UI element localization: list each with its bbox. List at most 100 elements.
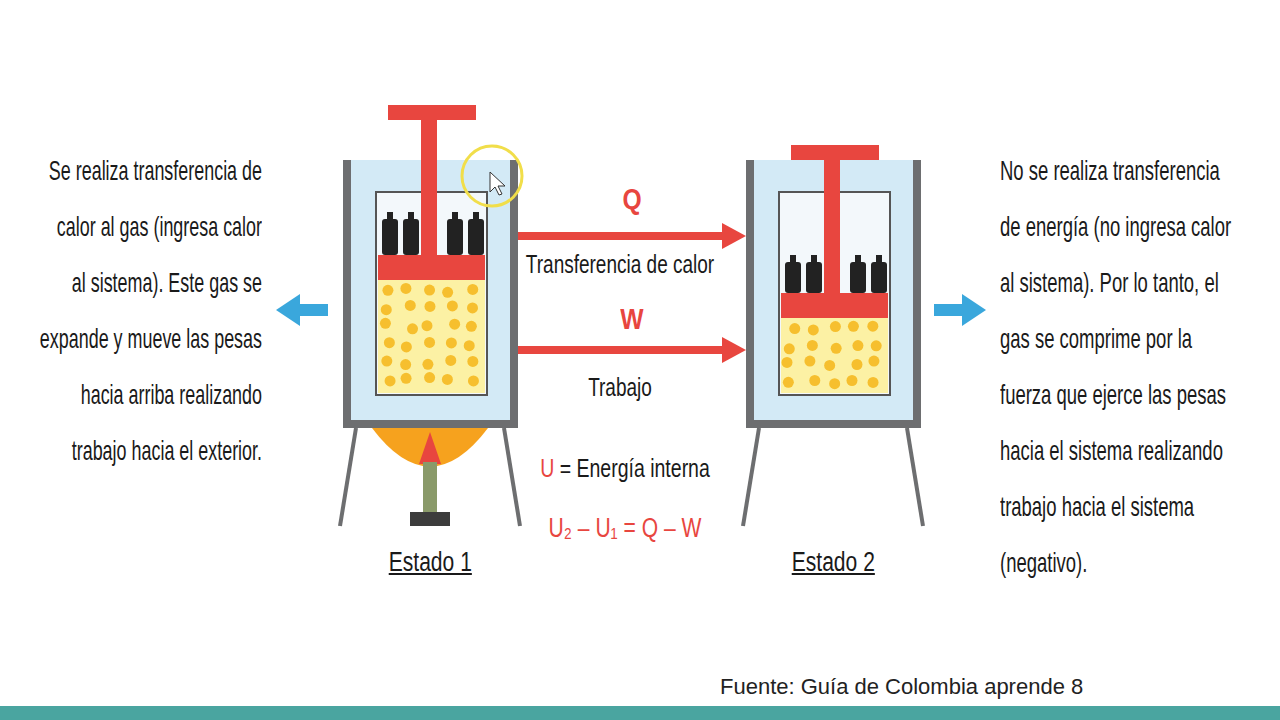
gas-particle xyxy=(401,373,412,384)
weight xyxy=(382,219,398,255)
gas xyxy=(378,280,485,393)
piston xyxy=(378,255,485,280)
weight-knob xyxy=(790,255,796,263)
gas-particle xyxy=(851,359,862,370)
gas-particle xyxy=(385,375,396,386)
bottom-bar xyxy=(0,706,1280,720)
description-text: No se realiza transferencia de energía (… xyxy=(1000,143,1234,591)
gas-particle xyxy=(848,321,859,332)
gas-particle xyxy=(808,324,819,335)
weight xyxy=(447,219,463,255)
weight-knob xyxy=(473,212,479,220)
gas-particle xyxy=(467,284,478,295)
cursor-highlight xyxy=(462,146,522,206)
arrow-caption: Transferencia de calor xyxy=(506,248,734,280)
pointer-arrow xyxy=(934,294,986,326)
gas-particle xyxy=(868,356,879,367)
gas-particle xyxy=(407,323,418,334)
gas-particle xyxy=(804,356,815,367)
formula: U₂ – U₁ = Q – W xyxy=(508,511,742,545)
weight-knob xyxy=(855,255,861,263)
piston-apparatus xyxy=(340,105,520,526)
gas-particle xyxy=(405,300,416,311)
gas-particle xyxy=(401,341,412,352)
weight-knob xyxy=(387,212,393,220)
gas-particle xyxy=(852,340,863,351)
gas-particle xyxy=(467,302,478,313)
flame-core xyxy=(419,432,441,464)
piston-apparatus xyxy=(743,145,923,526)
gas-particle xyxy=(442,287,453,298)
gas-particle xyxy=(424,285,435,296)
stand-leg xyxy=(504,428,520,526)
weight xyxy=(403,219,419,255)
piston xyxy=(781,293,888,318)
gas-particle xyxy=(447,300,458,311)
definition-text: U = Energía interna xyxy=(508,452,742,484)
arrow-head xyxy=(722,337,746,363)
piston-handle xyxy=(791,145,879,160)
gas-particle xyxy=(442,374,453,385)
gas-particle xyxy=(464,340,475,351)
gas-particle xyxy=(449,319,460,330)
gas-particle xyxy=(422,359,433,370)
gas-particle xyxy=(424,301,435,312)
gas-particle xyxy=(446,337,457,348)
gas-particle xyxy=(783,377,794,388)
gas-particle xyxy=(421,320,432,331)
gas-particle xyxy=(384,337,395,348)
weight xyxy=(871,262,887,293)
piston-handle xyxy=(388,105,476,120)
burner-stem xyxy=(423,462,437,512)
arrow-head xyxy=(722,223,746,249)
state-label: Estado 1 xyxy=(389,547,472,580)
gas-particle xyxy=(445,355,456,366)
weight-knob xyxy=(452,212,458,220)
apparatus-state: Estado 1 xyxy=(343,100,518,580)
gas-particle xyxy=(809,375,820,386)
gas-particle xyxy=(782,357,793,368)
gas-particle xyxy=(830,321,841,332)
gas-particle xyxy=(468,375,479,386)
gas-particle xyxy=(424,372,435,383)
gas-particle xyxy=(380,318,391,329)
arrow-shaft xyxy=(518,346,724,354)
pointer-arrow xyxy=(276,294,328,326)
gas-particle xyxy=(867,321,878,332)
gas-particle xyxy=(400,359,411,370)
gas-particle xyxy=(846,375,857,386)
description-text: Se realiza transferencia de calor al gas… xyxy=(38,143,262,479)
gas xyxy=(781,318,888,393)
source-caption: Fuente: Guía de Colombia aprende 8 xyxy=(720,674,1083,700)
arrow-symbol: Q xyxy=(581,182,683,216)
arrow-shaft xyxy=(518,232,724,240)
weight xyxy=(850,262,866,293)
mouse-cursor xyxy=(490,172,505,195)
weight xyxy=(468,219,484,255)
gas-particle xyxy=(466,321,477,332)
stand-leg xyxy=(907,428,923,526)
weight xyxy=(806,262,822,293)
gas-particle xyxy=(824,360,835,371)
piston-rod xyxy=(824,158,840,293)
stand-leg xyxy=(340,428,356,526)
gas-particle xyxy=(467,356,478,367)
gas-particle xyxy=(871,340,882,351)
burner-base xyxy=(410,512,450,526)
gas-particle xyxy=(381,356,392,367)
gas-particle xyxy=(424,337,435,348)
flame xyxy=(372,428,488,467)
transfer-arrow xyxy=(518,337,746,363)
stand-leg xyxy=(743,428,759,526)
arrow-symbol: W xyxy=(581,302,683,336)
weight-knob xyxy=(876,255,882,263)
gas-particle xyxy=(807,340,818,351)
weight xyxy=(785,262,801,293)
piston-rod xyxy=(421,120,437,255)
gas-particle xyxy=(868,377,879,388)
gas-particle xyxy=(784,343,795,354)
arrow-caption: Trabajo xyxy=(506,371,734,403)
